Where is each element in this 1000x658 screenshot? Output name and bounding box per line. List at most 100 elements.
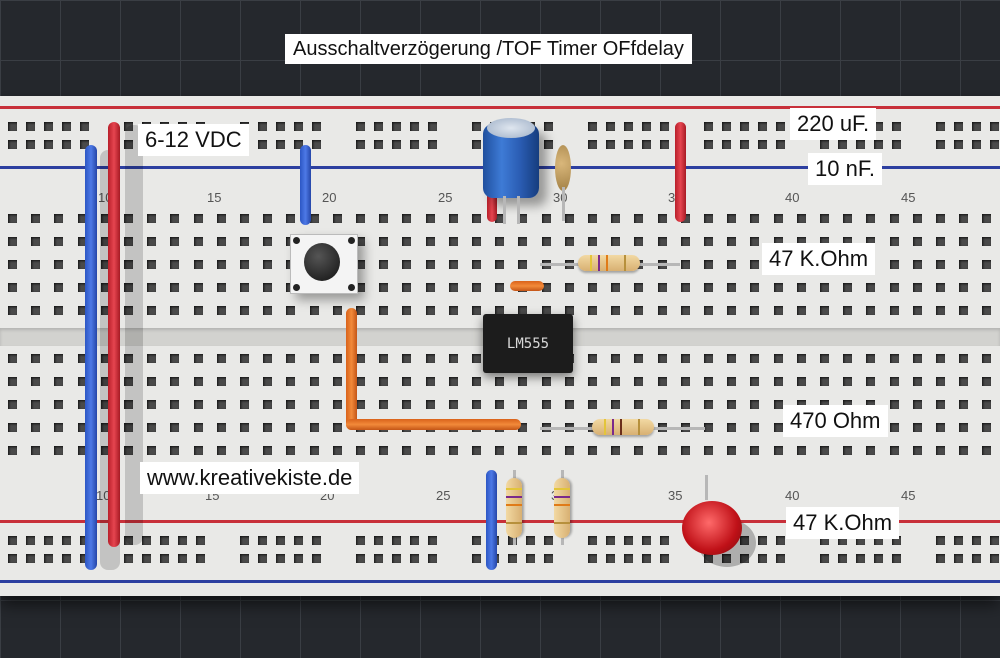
breadboard-hole[interactable]: [727, 214, 737, 223]
breadboard-hole[interactable]: [472, 140, 481, 149]
breadboard-hole[interactable]: [448, 446, 458, 455]
breadboard-hole[interactable]: [588, 554, 597, 563]
breadboard-hole[interactable]: [100, 214, 110, 223]
breadboard-hole[interactable]: [44, 554, 53, 563]
breadboard-hole[interactable]: [541, 306, 551, 315]
breadboard-hole[interactable]: [124, 446, 133, 455]
breadboard-hole[interactable]: [660, 140, 669, 149]
breadboard-hole[interactable]: [866, 400, 876, 409]
breadboard-hole[interactable]: [193, 423, 203, 432]
breadboard-hole[interactable]: [402, 283, 412, 292]
breadboard-hole[interactable]: [680, 260, 690, 269]
breadboard-hole[interactable]: [392, 554, 401, 563]
breadboard-hole[interactable]: [240, 237, 249, 246]
breadboard-hole[interactable]: [147, 423, 157, 432]
breadboard-hole[interactable]: [170, 237, 180, 246]
breadboard-hole[interactable]: [982, 214, 992, 223]
breadboard-hole[interactable]: [312, 122, 321, 131]
breadboard-hole[interactable]: [31, 214, 41, 223]
breadboard-hole[interactable]: [856, 536, 865, 545]
breadboard-hole[interactable]: [936, 122, 945, 131]
website-label[interactable]: www.kreativekiste.de: [140, 462, 360, 494]
breadboard-hole[interactable]: [425, 306, 435, 315]
breadboard-hole[interactable]: [606, 122, 615, 131]
breadboard-hole[interactable]: [54, 283, 64, 292]
breadboard-hole[interactable]: [294, 554, 303, 563]
breadboard-hole[interactable]: [240, 260, 249, 269]
breadboard-hole[interactable]: [773, 377, 783, 386]
breadboard-hole[interactable]: [332, 306, 342, 315]
breadboard-hole[interactable]: [727, 446, 737, 455]
breadboard-hole[interactable]: [727, 354, 737, 363]
breadboard-hole[interactable]: [564, 446, 574, 455]
breadboard-hole[interactable]: [374, 554, 383, 563]
breadboard-hole[interactable]: [657, 214, 667, 223]
breadboard-hole[interactable]: [495, 237, 505, 246]
breadboard-hole[interactable]: [936, 283, 945, 292]
breadboard-hole[interactable]: [178, 554, 187, 563]
breadboard-hole[interactable]: [124, 400, 133, 409]
breadboard-hole[interactable]: [936, 554, 945, 563]
breadboard-hole[interactable]: [889, 306, 899, 315]
breadboard-hole[interactable]: [100, 260, 110, 269]
breadboard-hole[interactable]: [866, 283, 876, 292]
breadboard-hole[interactable]: [428, 140, 437, 149]
breadboard-hole[interactable]: [332, 423, 342, 432]
breadboard-hole[interactable]: [657, 306, 667, 315]
breadboard-hole[interactable]: [611, 214, 621, 223]
breadboard-hole[interactable]: [8, 536, 17, 545]
breadboard-hole[interactable]: [526, 554, 535, 563]
breadboard-hole[interactable]: [588, 446, 597, 455]
breadboard-hole[interactable]: [379, 446, 389, 455]
breadboard-hole[interactable]: [193, 377, 203, 386]
breadboard-hole[interactable]: [124, 354, 133, 363]
breadboard-hole[interactable]: [124, 306, 133, 315]
breadboard-hole[interactable]: [954, 122, 963, 131]
breadboard-hole[interactable]: [564, 214, 574, 223]
breadboard-hole[interactable]: [8, 237, 17, 246]
breadboard-hole[interactable]: [936, 237, 945, 246]
breadboard-hole[interactable]: [541, 237, 551, 246]
breadboard-hole[interactable]: [240, 354, 249, 363]
breadboard-hole[interactable]: [544, 140, 553, 149]
breadboard-hole[interactable]: [912, 214, 922, 223]
breadboard-hole[interactable]: [77, 237, 87, 246]
breadboard-hole[interactable]: [258, 140, 267, 149]
breadboard-hole[interactable]: [216, 354, 226, 363]
breadboard-hole[interactable]: [31, 260, 41, 269]
breadboard-hole[interactable]: [448, 377, 458, 386]
breadboard-hole[interactable]: [990, 122, 999, 131]
breadboard-hole[interactable]: [31, 354, 41, 363]
breadboard-hole[interactable]: [820, 283, 829, 292]
breadboard-hole[interactable]: [611, 283, 621, 292]
breadboard-hole[interactable]: [196, 536, 205, 545]
orange-jumper-wire-small[interactable]: [510, 281, 544, 291]
breadboard-hole[interactable]: [356, 377, 365, 386]
breadboard-hole[interactable]: [170, 400, 180, 409]
breadboard-hole[interactable]: [448, 283, 458, 292]
breadboard-hole[interactable]: [100, 377, 110, 386]
breadboard-hole[interactable]: [959, 400, 969, 409]
breadboard-hole[interactable]: [263, 214, 273, 223]
breadboard-hole[interactable]: [624, 536, 633, 545]
breadboard-hole[interactable]: [170, 260, 180, 269]
breadboard-hole[interactable]: [495, 377, 505, 386]
breadboard-hole[interactable]: [773, 446, 783, 455]
breadboard-hole[interactable]: [332, 354, 342, 363]
breadboard-hole[interactable]: [286, 377, 296, 386]
breadboard-hole[interactable]: [193, 400, 203, 409]
breadboard-hole[interactable]: [657, 377, 667, 386]
breadboard-hole[interactable]: [624, 122, 633, 131]
breadboard-hole[interactable]: [727, 400, 737, 409]
breadboard-hole[interactable]: [170, 446, 180, 455]
breadboard-hole[interactable]: [8, 423, 17, 432]
blue-jumper-wire-bottom[interactable]: [486, 470, 497, 570]
breadboard-hole[interactable]: [425, 400, 435, 409]
breadboard-hole[interactable]: [26, 140, 35, 149]
breadboard-hole[interactable]: [100, 446, 110, 455]
breadboard-hole[interactable]: [704, 554, 713, 563]
breadboard-hole[interactable]: [704, 214, 713, 223]
breadboard-hole[interactable]: [448, 214, 458, 223]
breadboard-hole[interactable]: [196, 554, 205, 563]
breadboard-hole[interactable]: [80, 122, 89, 131]
